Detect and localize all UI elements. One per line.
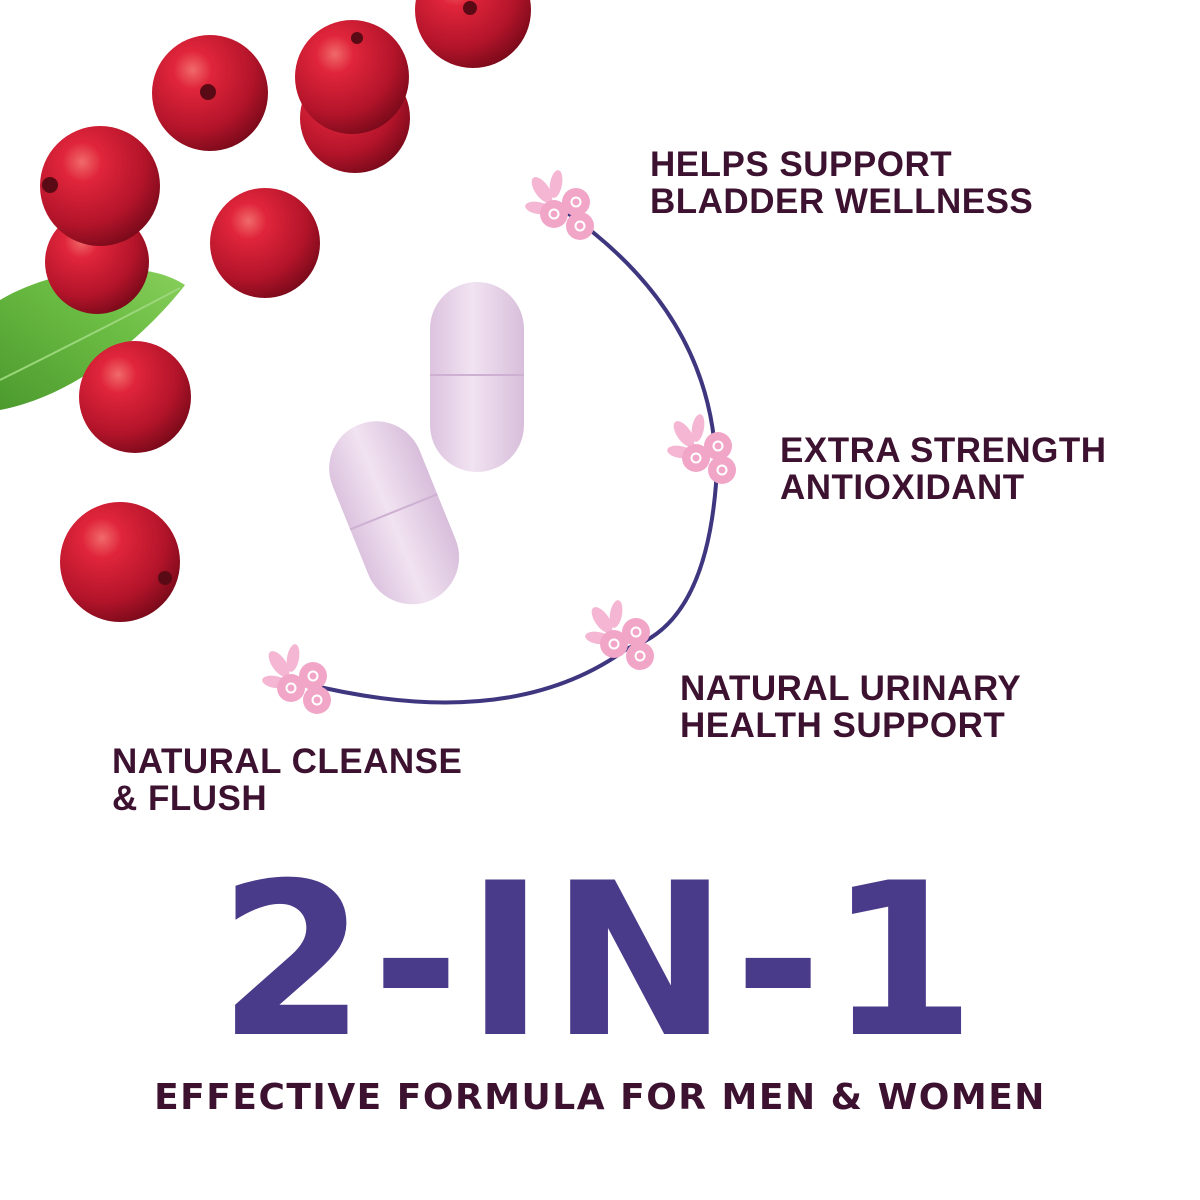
flower-icon: [583, 598, 655, 671]
leaf: [0, 268, 185, 410]
flower-icon: [260, 642, 332, 715]
benefit-bladder-wellness: HELPS SUPPORT BLADDER WELLNESS: [650, 146, 1033, 220]
benefit-line: BLADDER WELLNESS: [650, 182, 1034, 221]
benefit-arc: [302, 210, 719, 705]
headline: 2-IN-1: [218, 837, 982, 1084]
benefit-line: ANTIOXIDANT: [780, 468, 1025, 507]
flower-icon: [523, 168, 595, 241]
cranberry-cluster: [40, 0, 531, 622]
flower-icon: [665, 412, 737, 485]
benefit-line: HELPS SUPPORT: [650, 145, 953, 184]
benefit-line: NATURAL CLEANSE: [112, 742, 463, 781]
benefit-line: & FLUSH: [112, 779, 268, 818]
tagline: EFFECTIVE FORMULA FOR MEN & WOMEN: [154, 1077, 1046, 1118]
benefit-line: NATURAL URINARY: [680, 669, 1022, 708]
benefit-urinary-health: NATURAL URINARY HEALTH SUPPORT: [680, 670, 1021, 744]
benefit-line: EXTRA STRENGTH: [780, 431, 1107, 470]
capsule-upright: [430, 282, 524, 472]
benefit-line: HEALTH SUPPORT: [680, 706, 1006, 745]
capsule-tilted: [329, 421, 460, 605]
benefit-antioxidant: EXTRA STRENGTH ANTIOXIDANT: [780, 432, 1107, 506]
benefit-cleanse-flush: NATURAL CLEANSE & FLUSH: [112, 743, 462, 817]
